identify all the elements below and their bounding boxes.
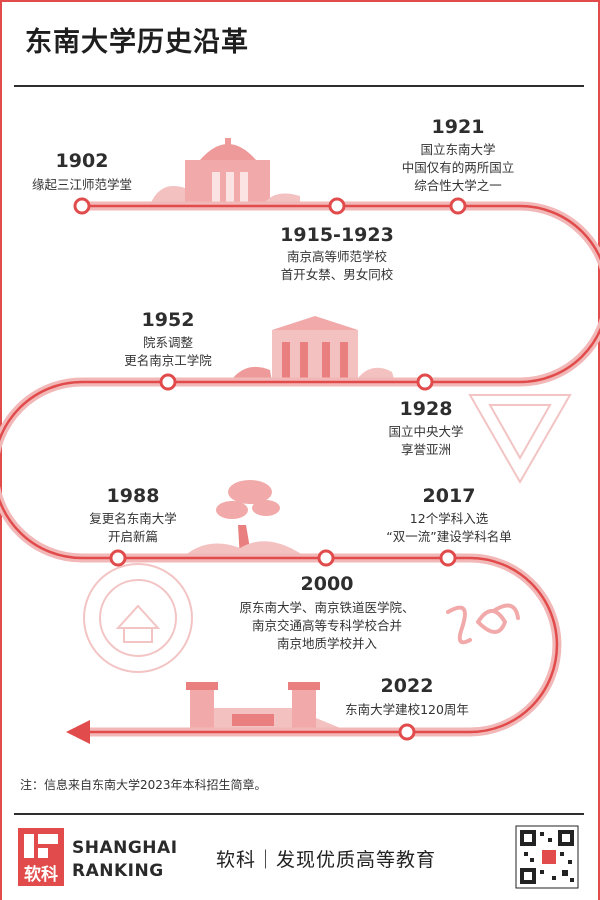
milestone-1915-desc: 南京高等师范学校首开女禁、男女同校 [280, 249, 394, 282]
milestone-dot-1915 [328, 197, 346, 215]
brand-shanghai: SHANGHAI [72, 838, 178, 858]
timeline-path [0, 201, 600, 737]
milestone-dot-2000 [317, 549, 335, 567]
footer-divider [14, 813, 584, 815]
milestone-1952-year: 1952 [141, 309, 195, 331]
milestone-dot-1988 [109, 549, 127, 567]
milestone-2022-desc: 东南大学建校120周年 [345, 702, 469, 717]
campus-gate-2022-illustration [186, 682, 350, 732]
anniversary-logo-watermark [446, 603, 520, 645]
milestone-dot-1902 [73, 197, 91, 215]
milestone-1902-desc: 缘起三江师范学堂 [31, 177, 132, 192]
auditorium-illustration [150, 138, 300, 205]
milestone-dot-2022 [398, 723, 416, 741]
milestone-1988-year: 1988 [106, 485, 160, 507]
tree-illustration [180, 480, 310, 560]
milestone-2000-year: 2000 [300, 573, 354, 595]
central-university-emblem-watermark [468, 394, 572, 485]
page-title: 东南大学历史沿革 [25, 27, 249, 58]
milestone-2017-year: 2017 [422, 485, 476, 507]
milestone-1921-year: 1921 [431, 116, 485, 138]
source-note: 注：信息来自东南大学2023年本科招生简章。 [20, 778, 267, 792]
timeline-arrow-head [66, 720, 90, 744]
milestone-dot-1921 [449, 197, 467, 215]
milestone-1921-desc: 国立东南大学中国仅有的两所国立综合性大学之一 [401, 142, 515, 193]
milestone-1988-desc: 复更名东南大学开启新篇 [89, 511, 177, 544]
milestone-dot-1952 [159, 373, 177, 391]
milestone-2000-desc: 原东南大学、南京铁道医学院、南京交通高等专科学校合并南京地质学校并入 [239, 600, 415, 651]
milestone-1928-desc: 国立中央大学享誉亚洲 [388, 424, 464, 457]
brand-ranking: RANKING [72, 861, 164, 881]
milestone-dots [73, 197, 467, 741]
milestone-dot-1928 [416, 373, 434, 391]
university-seal-watermark [83, 563, 193, 673]
shanghai-ranking-logo [18, 828, 64, 886]
milestone-dot-2017 [439, 549, 457, 567]
gate-building-illustration [230, 316, 395, 382]
logo-cn-text: 软科 [24, 865, 58, 885]
milestone-1928-year: 1928 [399, 398, 453, 420]
milestone-2017-desc: 12个学科入选“双一流”建设学科名单 [386, 511, 512, 544]
milestone-1915-year: 1915-1923 [280, 224, 394, 246]
qr-code-icon [515, 825, 579, 889]
milestone-1952-desc: 院系调整更名南京工学院 [124, 335, 212, 368]
milestone-1902-year: 1902 [55, 150, 109, 172]
footer-slogan: 软科｜发现优质高等教育 [216, 849, 437, 871]
milestone-2022-year: 2022 [380, 675, 434, 697]
title-divider [14, 85, 584, 87]
